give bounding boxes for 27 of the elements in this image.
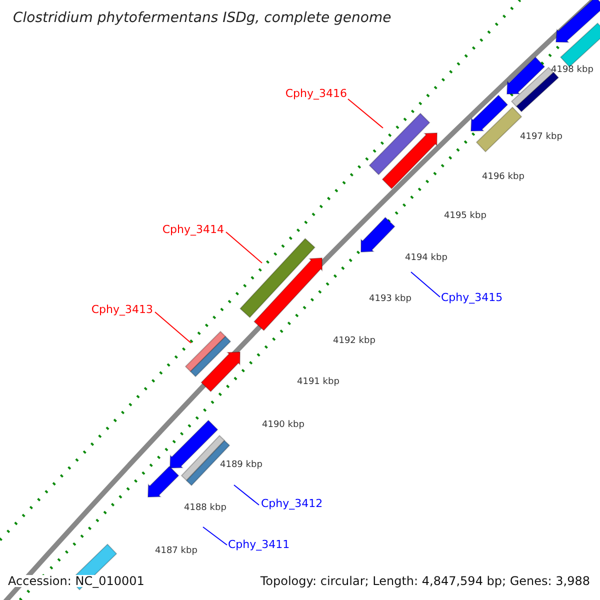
gene-label: Cphy_3411 (228, 539, 290, 550)
scale-label: 4191 kbp (297, 378, 340, 387)
gene-label: Cphy_3413 (91, 304, 153, 315)
leader-line (234, 484, 260, 506)
scale-label: 4195 kbp (444, 212, 486, 221)
scale-label: 4196 kbp (482, 173, 524, 182)
scale-label: 4198 kbp (551, 66, 594, 75)
scale-label: 4187 kbp (155, 547, 198, 556)
leader-line (202, 526, 228, 546)
scale-label: 4193 kbp (369, 295, 412, 304)
genome-info-label: Topology: circular; Length: 4,847,594 bp; Genes: 3,988 (260, 575, 590, 587)
leader-line (410, 272, 440, 298)
scale-label: 4192 kbp (333, 337, 376, 346)
gene-label: Cphy_3415 (441, 292, 503, 303)
leader-line (154, 312, 192, 344)
scale-label: 4189 kbp (220, 461, 262, 470)
gene-label: Cphy_3414 (162, 224, 224, 235)
title: Clostridium phytofermentans ISDg, complete genome (13, 11, 392, 25)
scale-label: 4194 kbp (405, 254, 448, 263)
accession-label: Accession: NC_010001 (8, 575, 144, 587)
gene-label: Cphy_3416 (285, 88, 347, 99)
scale-label: 4188 kbp (184, 504, 226, 513)
scale-label: 4197 kbp (520, 133, 562, 142)
scale-label: 4190 kbp (262, 421, 304, 430)
leader-line (348, 98, 384, 128)
gene-label: Cphy_3412 (261, 498, 323, 509)
leader-line (226, 232, 262, 264)
